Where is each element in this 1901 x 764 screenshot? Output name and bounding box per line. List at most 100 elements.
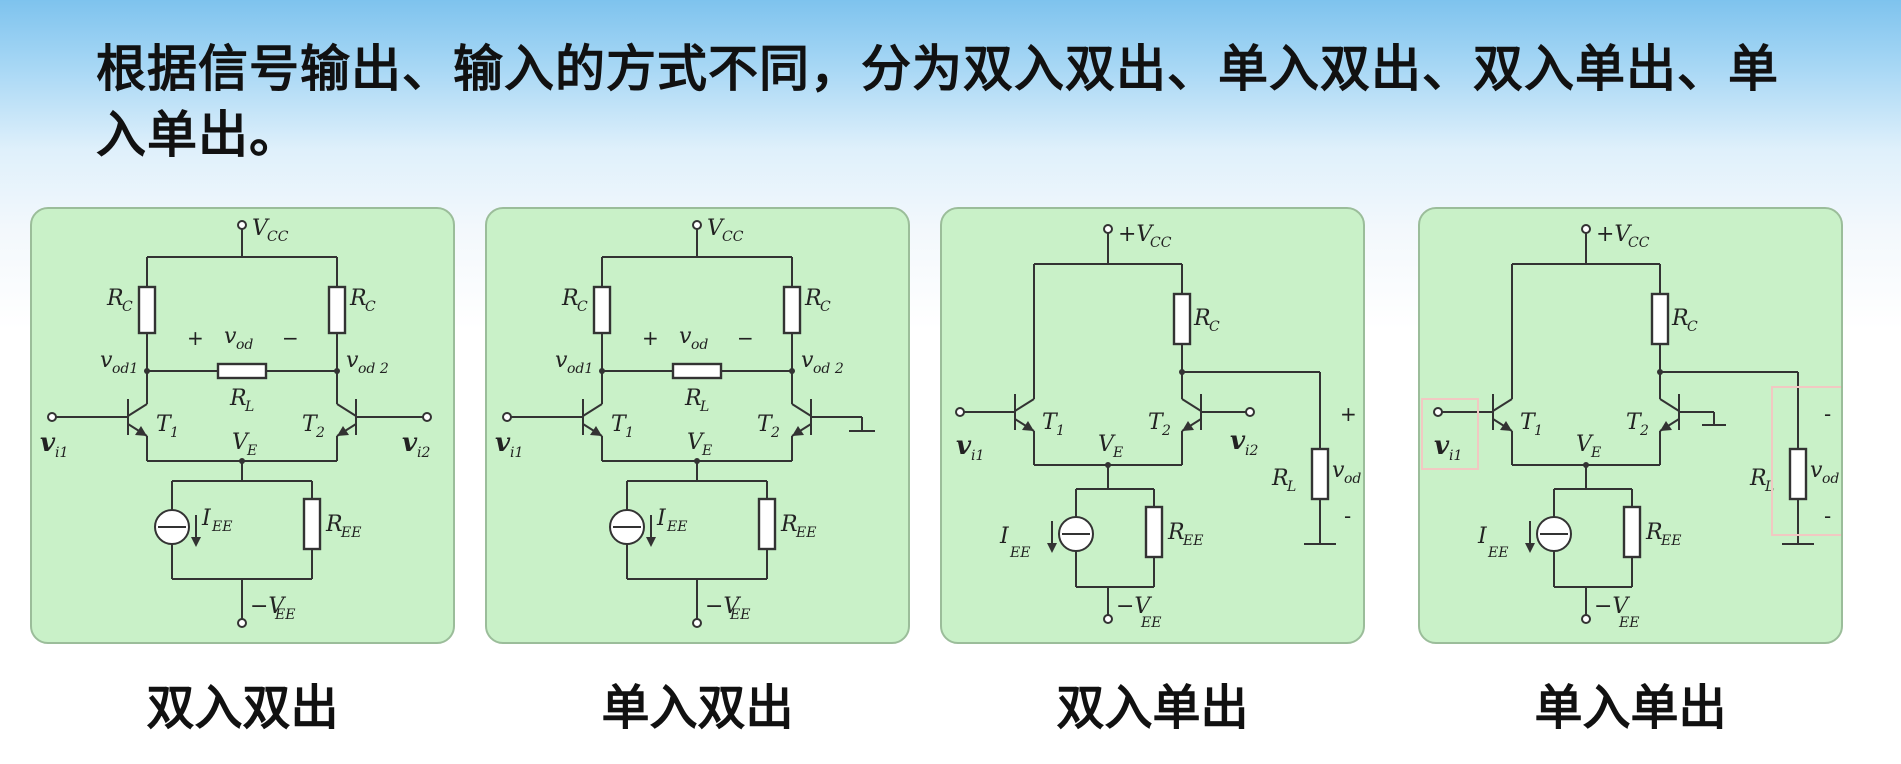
vi2-label: v	[402, 428, 418, 458]
svg-text:I: I	[1477, 524, 1488, 549]
svg-text:-: -	[1824, 504, 1831, 528]
vcc-label: V	[252, 216, 270, 241]
svg-text:EE: EE	[1660, 533, 1681, 549]
svg-text:T: T	[757, 412, 774, 437]
ree-resistor	[1622, 505, 1642, 559]
svg-text:v: v	[555, 348, 568, 373]
svg-text:EE: EE	[795, 525, 816, 541]
svg-text:R: R	[684, 386, 702, 411]
svg-text:T: T	[1042, 410, 1059, 435]
svg-text:T: T	[156, 412, 173, 437]
svg-text:I: I	[656, 506, 667, 531]
svg-text:EE: EE	[340, 525, 361, 541]
svg-text:CC: CC	[722, 229, 744, 245]
svg-text:v: v	[1810, 458, 1823, 483]
svg-text:+: +	[187, 326, 204, 350]
svg-text:EE: EE	[274, 607, 295, 623]
svg-text:od: od	[236, 337, 253, 353]
svg-text:2: 2	[1161, 423, 1171, 439]
svg-text:T: T	[1626, 410, 1643, 435]
svg-text:−V: −V	[250, 594, 286, 619]
svg-text:V: V	[707, 216, 725, 241]
circuit-diagram-3: +V CC R C R L v od 2 + - v i1 T 1	[955, 222, 1365, 631]
vi2-terminal	[422, 412, 432, 422]
svg-text:i2: i2	[1245, 443, 1258, 459]
svg-text:2: 2	[770, 425, 780, 441]
svg-text:v: v	[100, 348, 113, 373]
svg-text:EE: EE	[211, 519, 232, 535]
svg-text:R: R	[804, 286, 822, 311]
svg-text:1: 1	[170, 425, 179, 441]
svg-text:EE: EE	[1140, 615, 1161, 631]
svg-text:v: v	[495, 428, 511, 458]
svg-text:EE: EE	[729, 607, 750, 623]
vcc-terminal	[692, 220, 702, 230]
vi1-terminal	[1433, 407, 1443, 417]
caption-4: 单入单出	[1534, 680, 1727, 736]
svg-text:od 2: od 2	[1344, 471, 1365, 487]
vcc-terminal	[237, 220, 247, 230]
rl-resistor	[216, 362, 268, 380]
ree-resistor	[757, 497, 777, 551]
vi1-terminal	[47, 412, 57, 422]
circuit-panel-single-in-dual-out: V CC R C R C R L + v od − v od1 v od 2 v	[485, 207, 910, 644]
svg-text:R: R	[1645, 520, 1663, 545]
svg-text:+V: +V	[1118, 222, 1154, 247]
svg-text:I: I	[201, 506, 212, 531]
caption-1: 双入双出	[146, 680, 339, 736]
svg-text:CC: CC	[1150, 235, 1172, 251]
vee-terminal	[237, 618, 247, 628]
svg-text:2: 2	[315, 425, 325, 441]
svg-text:v: v	[679, 324, 692, 349]
svg-text:E: E	[701, 443, 712, 459]
svg-text:od: od	[691, 337, 708, 353]
svg-text:R: R	[1167, 520, 1185, 545]
svg-text:V: V	[232, 430, 250, 455]
input-highlight-box	[1421, 398, 1479, 470]
rc-right-resistor	[782, 285, 802, 335]
svg-text:i1: i1	[55, 445, 68, 461]
rl-resistor	[671, 362, 723, 380]
svg-text:v: v	[1434, 431, 1450, 461]
svg-text:EE: EE	[1618, 615, 1639, 631]
svg-text:v: v	[1332, 458, 1345, 483]
svg-text:R: R	[229, 386, 247, 411]
svg-text:i1: i1	[510, 445, 523, 461]
output-highlight-box	[1771, 386, 1841, 536]
svg-text:−V: −V	[1594, 594, 1630, 619]
vi2-terminal	[1245, 407, 1255, 417]
svg-text:od 2: od 2	[1822, 471, 1843, 487]
svg-text:2: 2	[1639, 423, 1649, 439]
rc-left-resistor	[592, 285, 612, 335]
svg-text:T: T	[1520, 410, 1537, 435]
svg-text:L: L	[1764, 479, 1774, 495]
svg-text:R: R	[106, 286, 124, 311]
svg-text:EE: EE	[1009, 545, 1030, 561]
svg-text:L: L	[244, 399, 254, 415]
rc-resistor	[1650, 292, 1670, 346]
circuit-diagram-4: +V CC R C R L v od 2 - - v i1 T 1	[1421, 222, 1843, 631]
svg-text:EE: EE	[666, 519, 687, 535]
svg-text:E: E	[1590, 445, 1601, 461]
svg-text:EE: EE	[1182, 533, 1203, 549]
vod-label: v	[224, 324, 237, 349]
vi1-label: v	[40, 428, 56, 458]
svg-text:R: R	[349, 286, 367, 311]
svg-text:v: v	[346, 348, 359, 373]
rc-resistor	[1172, 292, 1192, 346]
svg-text:1: 1	[1534, 423, 1543, 439]
svg-text:i1: i1	[1449, 448, 1462, 464]
svg-text:+: +	[642, 326, 659, 350]
svg-text:+V: +V	[1596, 222, 1632, 247]
svg-text:T: T	[1148, 410, 1165, 435]
svg-text:R: R	[325, 512, 343, 537]
rl-resistor	[1310, 447, 1330, 501]
svg-text:R: R	[1671, 306, 1689, 331]
svg-text:1: 1	[1056, 423, 1065, 439]
svg-text:od 2: od 2	[813, 361, 844, 377]
svg-text:i2: i2	[417, 445, 430, 461]
svg-text:i1: i1	[971, 448, 984, 464]
svg-text:C: C	[1687, 319, 1698, 335]
svg-text:E: E	[1112, 445, 1123, 461]
svg-text:L: L	[1286, 479, 1296, 495]
